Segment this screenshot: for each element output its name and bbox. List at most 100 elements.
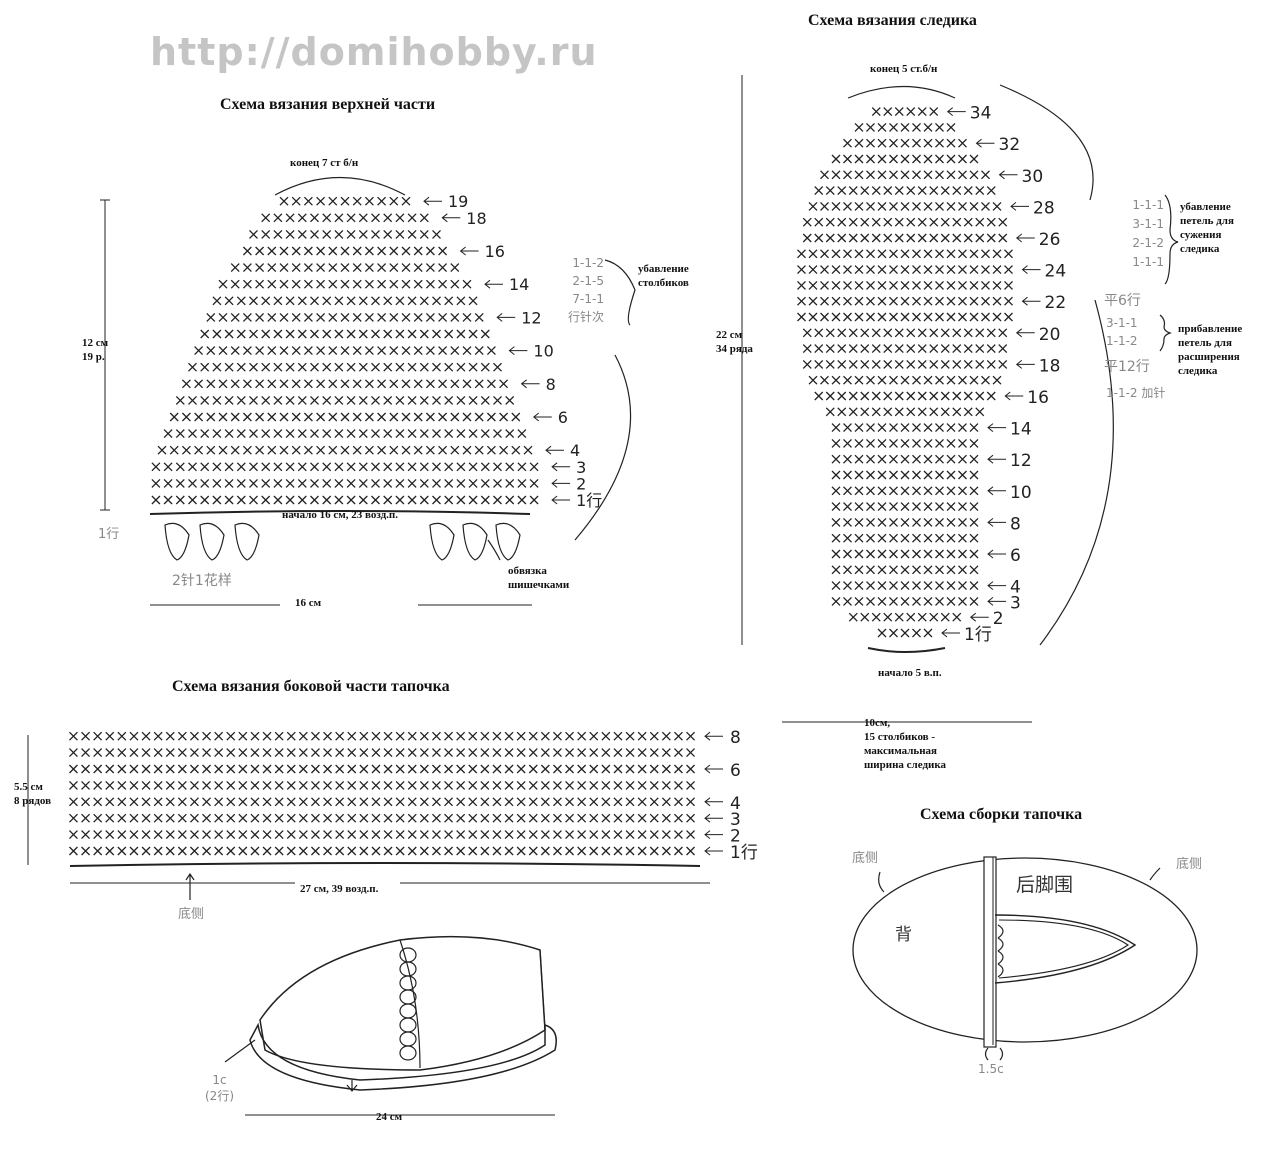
side-stitch xyxy=(359,846,369,856)
top-part-stitch xyxy=(212,329,222,339)
sole-stitch xyxy=(986,328,996,338)
side-stitch xyxy=(468,731,478,741)
side-stitch xyxy=(105,846,115,856)
side-stitch xyxy=(371,764,381,774)
top-part-stitch xyxy=(303,246,313,256)
side-stitch xyxy=(395,797,405,807)
sole-stitch xyxy=(952,217,962,227)
side-stitch xyxy=(637,780,647,790)
side-stitch xyxy=(189,731,199,741)
top-part-stitch xyxy=(432,478,441,488)
sole-stitch xyxy=(883,344,893,354)
side-stitch xyxy=(177,797,187,807)
top-part-stitch xyxy=(230,279,240,289)
side-stitch xyxy=(238,830,248,840)
top-part-stitch xyxy=(444,296,454,306)
top-part-stitch xyxy=(377,279,387,289)
side-stitch xyxy=(395,830,405,840)
side-stitch xyxy=(407,764,417,774)
top-part-stitch xyxy=(316,196,326,206)
sole-stitch xyxy=(923,265,933,275)
side-stitch xyxy=(323,748,333,758)
side-stitch xyxy=(274,846,284,856)
top-part-stitch xyxy=(468,395,478,405)
sole-stitch xyxy=(917,107,927,117)
sole-stitch xyxy=(820,312,829,322)
top-part-stitch xyxy=(358,329,368,339)
top-part-stitch xyxy=(181,412,191,422)
side-stitch xyxy=(105,797,115,807)
top-row-number: 6 xyxy=(558,408,568,427)
top-part-stitch xyxy=(401,279,411,289)
sole-stitch xyxy=(923,122,933,132)
sole-stitch xyxy=(992,280,1002,290)
sole-stitch xyxy=(889,628,898,638)
top-part-stitch xyxy=(230,263,240,273)
sole-stitch xyxy=(906,107,916,117)
sole-stitch xyxy=(814,217,824,227)
sole-stitch xyxy=(877,423,887,433)
top-part-stitch xyxy=(407,296,417,306)
top-part-stitch xyxy=(419,478,429,488)
top-part-stitch xyxy=(419,213,429,223)
sole-stitch xyxy=(883,217,893,227)
side-stitch xyxy=(298,780,308,790)
side-stitch xyxy=(310,797,320,807)
top-part-stitch xyxy=(236,329,246,339)
sole-stitch xyxy=(981,265,990,275)
sole-stitch xyxy=(889,154,898,164)
sole-row-number: 20 xyxy=(1039,325,1061,345)
sole-stitch xyxy=(854,138,864,148)
top-part-stitch xyxy=(407,362,417,372)
top-part-stitch xyxy=(279,346,289,356)
top-part-stitch xyxy=(352,263,362,273)
top-part-stitch xyxy=(261,329,271,339)
side-stitch xyxy=(419,780,429,790)
side-stitch xyxy=(480,846,490,856)
sole-stitch xyxy=(946,565,956,575)
strap-bobble xyxy=(399,947,417,963)
side-stitch xyxy=(504,748,514,758)
sole-stitch xyxy=(935,517,944,527)
side-stitch xyxy=(93,731,103,741)
curve xyxy=(1039,299,1114,646)
bobble-icon xyxy=(495,522,521,561)
strap-bobble xyxy=(399,975,417,991)
sole-stitch xyxy=(877,517,887,527)
side-stitch xyxy=(431,780,441,790)
side-stitch xyxy=(431,830,441,840)
side-stitch xyxy=(177,748,187,758)
side-stitch xyxy=(347,813,357,823)
sole-stitch xyxy=(963,233,973,243)
sole-stitch xyxy=(946,249,956,259)
sole-stitch xyxy=(969,517,979,527)
sole-row-arrow xyxy=(1021,265,1041,274)
side-stitch xyxy=(335,731,345,741)
sole-stitch xyxy=(958,249,967,259)
sole-stitch xyxy=(981,375,990,385)
sole-stitch xyxy=(958,581,967,591)
top-part-stitch xyxy=(377,196,387,206)
top-part-stitch xyxy=(200,362,210,372)
top-part-stitch xyxy=(181,379,191,389)
side-stitch xyxy=(335,764,345,774)
top-part-stitch xyxy=(413,246,423,256)
top-part-stitch xyxy=(401,312,411,322)
side-stitch xyxy=(444,764,454,774)
side-stitch xyxy=(673,846,683,856)
side-stitch xyxy=(456,830,466,840)
sole-stitch xyxy=(935,581,944,591)
top-part-stitch xyxy=(218,312,228,322)
top-part-stitch xyxy=(474,346,484,356)
top-part-stitch xyxy=(297,495,307,505)
sole-stitch xyxy=(843,533,852,543)
sole-stitch xyxy=(843,312,852,322)
sole-stitch xyxy=(889,249,898,259)
top-part-stitch xyxy=(389,312,399,322)
sole-stitch xyxy=(900,201,910,211)
side-stitch xyxy=(407,731,417,741)
top-part-stitch xyxy=(334,395,344,405)
sole-stitch xyxy=(946,122,956,132)
top-part-stitch xyxy=(419,329,429,339)
